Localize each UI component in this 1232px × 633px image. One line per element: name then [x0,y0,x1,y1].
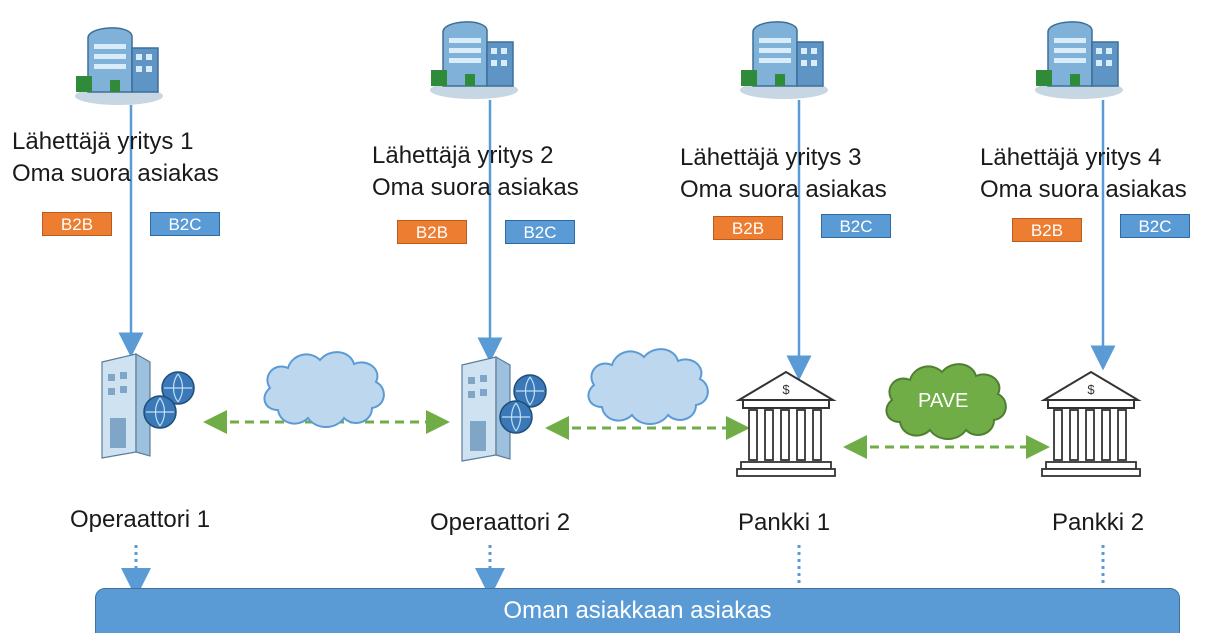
sender-3-type: Oma suora asiakas [680,176,887,203]
b2b-badge: B2B [397,220,467,244]
pave-label: PAVE [918,390,969,412]
sender-2-label: Lähettäjä yritys 2 Oma suora asiakas [372,140,579,204]
bank-building-icon: $ [1040,370,1142,477]
sender-1-label: Lähettäjä yritys 1 Oma suora asiakas [12,126,219,190]
b2b-badge: B2B [1012,218,1082,242]
svg-text:$: $ [782,382,790,397]
b2c-badge: B2C [821,214,891,238]
office-building-icon [75,27,163,105]
office-building-icon [1035,21,1123,99]
server-globe-icon [101,352,195,459]
operator-1-label: Operaattori 1 [70,506,211,533]
server-globe-icon [461,355,547,462]
sender-1-name: Lähettäjä yritys 1 [12,128,194,155]
operator-2-label: Operaattori 2 [430,509,571,536]
sender-4-label: Lähettäjä yritys 4 Oma suora asiakas [980,142,1187,206]
sender-4-type: Oma suora asiakas [980,176,1187,203]
sender-2-name: Lähettäjä yritys 2 [372,142,554,169]
sender-3-label: Lähettäjä yritys 3 Oma suora asiakas [680,142,887,206]
b2b-badge: B2B [713,216,783,240]
b2c-badge: B2C [505,220,575,244]
bank-1-label: Pankki 1 [738,509,831,536]
pave-cloud-icon [885,363,1007,440]
b2c-badge: B2C [1120,214,1190,238]
sender-1-type: Oma suora asiakas [12,160,219,187]
svg-text:$: $ [1087,382,1095,397]
cloud-icon [263,351,385,428]
office-building-icon [740,21,828,99]
end-customer-label: Oman asiakkaan asiakas [503,597,772,624]
b2b-badge: B2B [42,212,112,236]
sender-4-name: Lähettäjä yritys 4 [980,144,1162,171]
cloud-icon [587,348,709,425]
sender-2-type: Oma suora asiakas [372,174,579,201]
bank-2-label: Pankki 2 [1052,509,1145,536]
office-building-icon [430,21,518,99]
sender-3-name: Lähettäjä yritys 3 [680,144,862,171]
end-customer-bar: Oman asiakkaan asiakas [95,588,1180,633]
b2c-badge: B2C [150,212,220,236]
bank-building-icon: $ [735,370,837,477]
